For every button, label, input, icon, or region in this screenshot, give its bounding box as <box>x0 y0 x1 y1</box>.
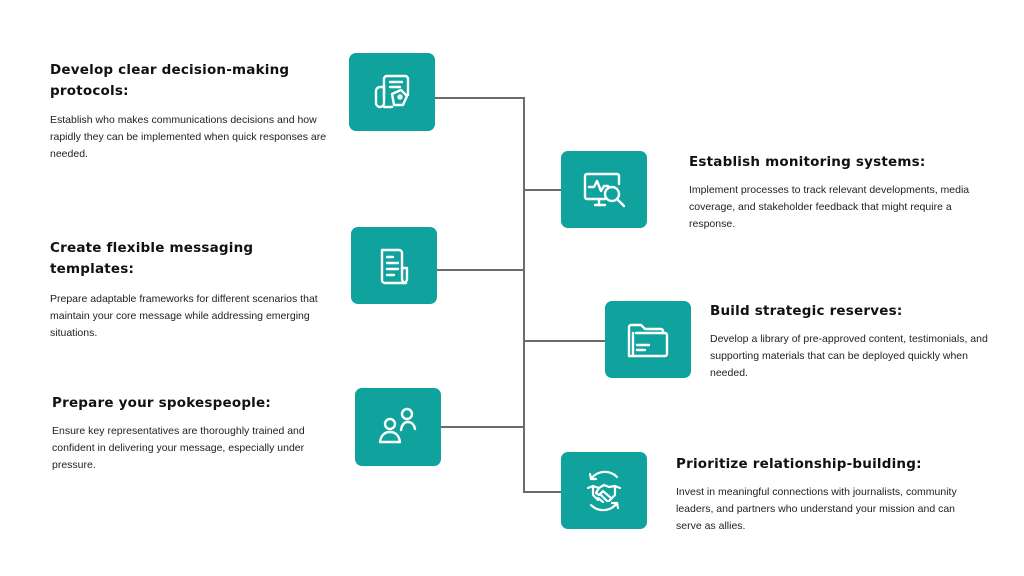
icon-box-monitoring <box>561 151 647 228</box>
connector-left-2 <box>437 269 525 271</box>
people-icon <box>378 407 417 444</box>
connector-right-2 <box>523 340 605 342</box>
item-decision-protocols: Develop clear decision-making protocols:… <box>50 60 330 163</box>
icon-box-spokespeople <box>355 388 441 466</box>
icon-box-relationships <box>561 452 647 529</box>
item-messaging-templates: Create flexible messaging templates: Pre… <box>50 238 335 342</box>
connector-left-3 <box>441 426 525 428</box>
icon-box-messaging-templates <box>351 227 437 304</box>
item-description: Implement processes to track relevant de… <box>689 184 970 230</box>
item-monitoring: Establish monitoring systems: Implement … <box>689 152 979 233</box>
clipboard-tag-icon <box>374 74 410 109</box>
item-description: Invest in meaningful connections with jo… <box>676 486 957 532</box>
item-title: Create flexible messaging templates: <box>50 240 254 277</box>
folder-icon <box>627 323 669 357</box>
item-spokespeople: Prepare your spokespeople: Ensure key re… <box>52 393 337 474</box>
item-description: Develop a library of pre-approved conten… <box>710 333 988 379</box>
connector-right-1 <box>523 189 561 191</box>
item-title: Build strategic reserves: <box>710 303 903 319</box>
item-relationships: Prioritize relationship-building: Invest… <box>676 454 976 535</box>
item-title: Establish monitoring systems: <box>689 154 926 170</box>
item-title: Prepare your spokespeople: <box>52 395 271 411</box>
monitor-search-icon <box>583 172 626 207</box>
item-description: Establish who makes communications decis… <box>50 114 327 160</box>
document-template-icon <box>380 248 409 284</box>
connector-trunk <box>523 97 525 492</box>
icon-box-decision-protocols <box>349 53 435 131</box>
item-description: Prepare adaptable frameworks for differe… <box>50 293 318 339</box>
handshake-icon <box>586 470 622 511</box>
item-reserves: Build strategic reserves: Develop a libr… <box>710 301 1000 382</box>
item-title: Develop clear decision-making protocols: <box>50 62 290 99</box>
item-title: Prioritize relationship-building: <box>676 456 922 472</box>
connector-left-1 <box>435 97 525 99</box>
item-description: Ensure key representatives are thoroughl… <box>52 425 305 471</box>
connector-right-3 <box>523 491 561 493</box>
icon-box-reserves <box>605 301 691 378</box>
